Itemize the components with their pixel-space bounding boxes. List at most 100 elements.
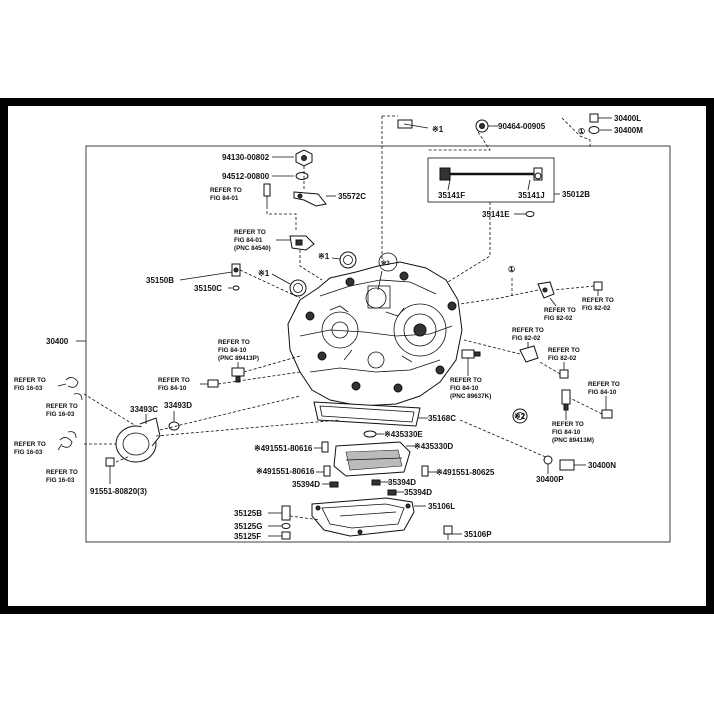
label-35125F: 35125F xyxy=(234,532,261,541)
label-35125G: 35125G xyxy=(234,522,262,531)
seal-star2 xyxy=(512,408,528,424)
label-35141F: 35141F xyxy=(438,191,465,200)
refer-84-10-left-b: FIG 84-10 xyxy=(158,385,187,392)
gasket-30400P xyxy=(543,455,553,465)
refer-16-03-c1: REFER TO xyxy=(14,441,46,448)
magnet-35394D-c xyxy=(387,489,397,496)
label-star1-b: ※1 xyxy=(258,269,270,278)
refer-84-10-right-b: FIG 84-10 xyxy=(588,389,617,396)
bolt-491551-a xyxy=(321,441,329,453)
refer-89413M-c: (PNC 89413M) xyxy=(552,437,594,444)
label-star1-a: ※1 xyxy=(318,252,330,261)
refer-16-03-a2: FIG 16-03 xyxy=(14,385,43,392)
refer-84-10-left-a: REFER TO xyxy=(158,377,190,384)
label-491551-80616-b: ※491551-80616 xyxy=(256,467,315,476)
label-30400: 30400 xyxy=(46,337,69,346)
label-star2: ※2 xyxy=(514,412,526,421)
transmission-case xyxy=(287,261,463,427)
group-35012B xyxy=(427,157,555,203)
label-35168C: 35168C xyxy=(428,414,456,423)
bolt-84-10-right xyxy=(601,409,613,419)
bracket-82-02-a xyxy=(537,281,555,299)
magnet-35394D-b xyxy=(371,479,381,486)
label-35141E: 35141E xyxy=(482,210,510,219)
refer-89413M-a: REFER TO xyxy=(552,421,584,428)
gasket-35125G xyxy=(281,523,291,529)
magnet-35394D-a xyxy=(329,481,339,488)
label-94512-00800: 94512-00800 xyxy=(222,172,270,181)
label-star1-top: ※1 xyxy=(432,125,444,134)
refer-84-10-right-a: REFER TO xyxy=(588,381,620,388)
refer-84540-b: FIG 84-01 xyxy=(234,237,263,244)
label-35394D-c: 35394D xyxy=(404,488,432,497)
hose-clamps-16-03 xyxy=(57,377,83,451)
label-435330E: ※435330E xyxy=(384,430,423,439)
refer-84-01-a: REFER TO xyxy=(210,187,242,194)
sensor-89413M xyxy=(561,389,571,411)
o-ring-435330E xyxy=(363,430,377,438)
label-491551-80625: ※491551-80625 xyxy=(436,468,495,477)
label-30400P: 30400P xyxy=(536,475,564,484)
bolt-491551-b xyxy=(323,465,331,477)
label-circle1-side: ① xyxy=(508,265,515,274)
refer-82-02-c1: REFER TO xyxy=(512,327,544,334)
plug-30400N xyxy=(559,459,586,471)
label-33493D: 33493D xyxy=(164,401,192,410)
bolt-82-02-b xyxy=(593,281,603,296)
refer-82-02-a1: REFER TO xyxy=(544,307,576,314)
sensor-89637K xyxy=(461,349,481,359)
refer-16-03-d2: FIG 16-03 xyxy=(46,477,75,484)
label-435330D: ※435330D xyxy=(414,442,453,451)
refer-84-01-b: FIG 84-01 xyxy=(210,195,239,202)
refer-16-03-a1: REFER TO xyxy=(14,377,46,384)
label-circle1-top: ① xyxy=(578,127,585,136)
seal-star1-b xyxy=(289,279,307,297)
refer-82-02-b2: FIG 82-02 xyxy=(582,305,611,312)
bracket-82-02-c xyxy=(519,345,539,363)
refer-89413M-b: FIG 84-10 xyxy=(552,429,581,436)
o-ring-35141E xyxy=(525,211,535,217)
label-30400N: 30400N xyxy=(588,461,616,470)
strainer-435330D xyxy=(333,441,411,477)
sensor-89413P xyxy=(231,367,245,383)
label-star3: ※3 xyxy=(381,259,390,267)
washer-30400M xyxy=(588,126,612,134)
label-491551-80616-a: ※491551-80616 xyxy=(254,444,313,453)
label-35150B: 35150B xyxy=(146,276,174,285)
refer-82-02-d2: FIG 82-02 xyxy=(548,355,577,362)
refer-84540-a: REFER TO xyxy=(234,229,266,236)
label-35150C: 35150C xyxy=(194,284,222,293)
refer-89413P-a: REFER TO xyxy=(218,339,250,346)
cooler-33493C xyxy=(115,417,161,463)
bolt-top-left xyxy=(397,119,429,129)
label-91551-80820: 91551-80820(3) xyxy=(90,487,147,496)
bolt-82-02-d xyxy=(559,369,569,379)
refer-16-03-d1: REFER TO xyxy=(46,469,78,476)
label-94130-00802: 94130-00802 xyxy=(222,153,270,162)
bolt-91551 xyxy=(105,457,115,484)
seal-star1-a xyxy=(339,251,357,269)
label-33493C: 33493C xyxy=(130,405,158,414)
refer-16-03-b1: REFER TO xyxy=(46,403,78,410)
refer-16-03-c2: FIG 16-03 xyxy=(14,449,43,456)
label-35394D-a: 35394D xyxy=(292,480,320,489)
refer-82-02-c2: FIG 82-02 xyxy=(512,335,541,342)
refer-89413P-b: FIG 84-10 xyxy=(218,347,247,354)
label-35572C: 35572C xyxy=(338,192,366,201)
drain-plug-35106P xyxy=(443,525,453,540)
sensor-84540 xyxy=(289,235,315,251)
dipstick xyxy=(439,167,543,181)
washer-94512 xyxy=(295,172,309,180)
callout-star3 xyxy=(378,252,398,272)
bolt-84-10-left xyxy=(207,379,219,388)
plug-35125B xyxy=(281,505,291,521)
label-35394D-b: 35394D xyxy=(388,478,416,487)
refer-84540-c: (PNC 84540) xyxy=(234,245,271,252)
diagram-border xyxy=(85,145,671,543)
refer-89637K-a: REFER TO xyxy=(450,377,482,384)
refer-89637K-b: FIG 84-10 xyxy=(450,385,479,392)
label-30400M: 30400M xyxy=(614,126,643,135)
label-35141J: 35141J xyxy=(518,191,545,200)
